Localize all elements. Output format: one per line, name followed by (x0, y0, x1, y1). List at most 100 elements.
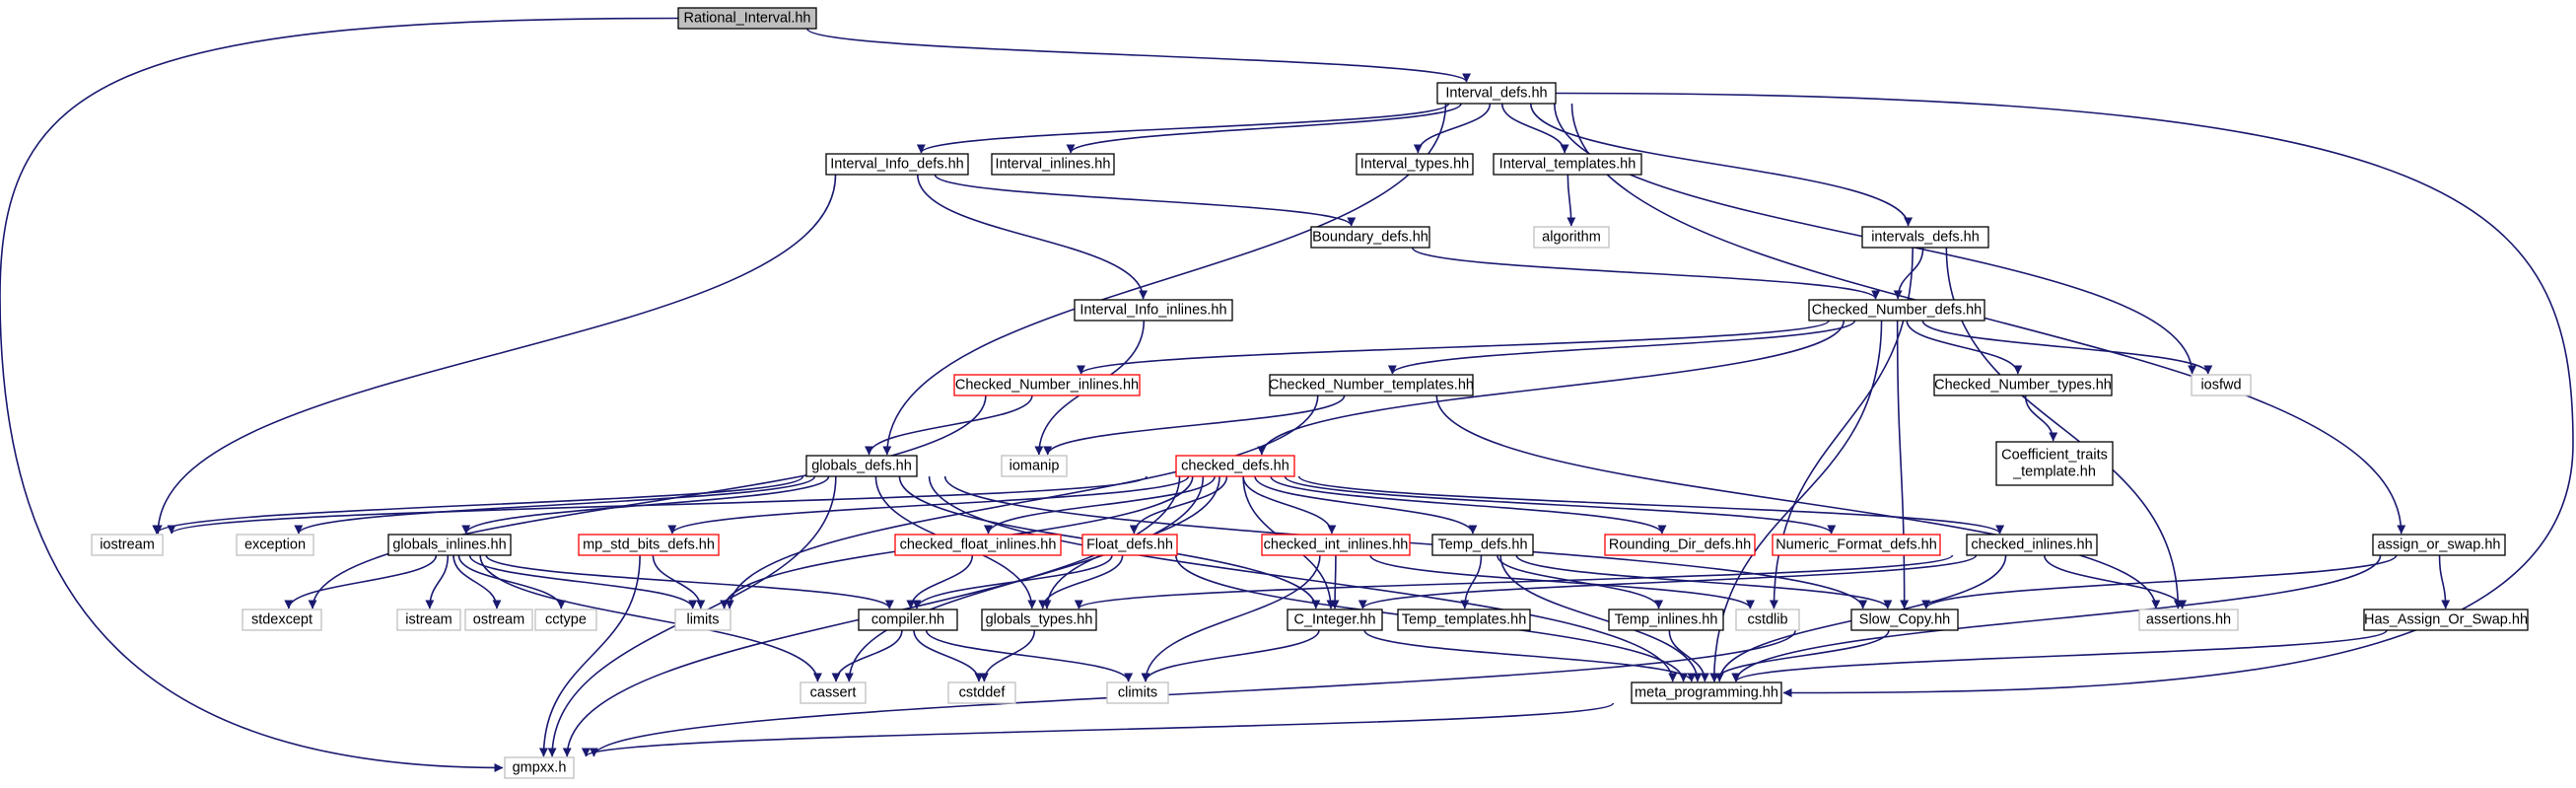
node-iosfwd: iosfwd (2191, 374, 2252, 396)
edge-globals_inlines-to-ostream (453, 554, 502, 609)
node-checked_defs[interactable]: checked_defs.hh (1175, 455, 1295, 477)
node-label-checked_number_inlines: Checked_Number_inlines.hh (955, 378, 1139, 394)
edge-checked_inlines-to-assertions (2043, 554, 2188, 609)
edge-rational_interval-to-gmpxx (0, 17, 679, 772)
edge-interval_info_defs-to-interval_info_inlines (917, 174, 1149, 300)
node-label-interval_inlines: Interval_inlines.hh (996, 157, 1111, 173)
edge-checked_number_templates-to-iomanip (1043, 394, 1346, 456)
node-label-stdexcept: stdexcept (251, 612, 313, 628)
node-box-compiler (858, 609, 958, 631)
node-stdexcept: stdexcept (242, 609, 322, 631)
node-mp_std_bits_defs[interactable]: mp_std_bits_defs.hh (578, 534, 720, 556)
edge-checked_number_defs-to-checked_number_types (1906, 320, 2023, 375)
node-interval_info_defs[interactable]: Interval_Info_defs.hh (825, 153, 969, 176)
node-checked_int_inlines[interactable]: checked_int_inlines.hh (1261, 534, 1411, 556)
node-box-checked_number_inlines (953, 374, 1141, 396)
edge-c_integer-to-meta_programming (1363, 629, 1697, 682)
node-label-iostream: iostream (100, 537, 155, 553)
edge-globals_defs-to-iostream (152, 475, 804, 535)
node-label-checked_defs: checked_defs.hh (1181, 459, 1289, 474)
edge-assign_or_swap-to-slow_copy (1921, 554, 2398, 609)
node-label-has_assign_or_swap: Has_Assign_Or_Swap.hh (2364, 612, 2528, 628)
node-label-checked_number_types: Checked_Number_types.hh (1934, 378, 2112, 394)
node-box-checked_defs (1175, 455, 1295, 477)
node-interval_info_inlines[interactable]: Interval_Info_inlines.hh (1074, 299, 1233, 322)
edge-temp_defs-to-temp_inlines (1497, 554, 1664, 609)
node-ostream: ostream (464, 609, 533, 631)
edge-float_defs-to-globals_types (1038, 554, 1124, 609)
node-label-ostream: ostream (473, 612, 524, 628)
node-checked_number_inlines[interactable]: Checked_Number_inlines.hh (953, 374, 1141, 396)
node-temp_templates[interactable]: Temp_templates.hh (1397, 609, 1531, 631)
node-checked_number_defs[interactable]: Checked_Number_defs.hh (1808, 299, 1985, 322)
node-box-cctype (534, 609, 597, 631)
node-temp_defs[interactable]: Temp_defs.hh (1431, 534, 1534, 556)
node-label-interval_info_defs: Interval_Info_defs.hh (830, 157, 963, 173)
node-label-mp_std_bits_defs: mp_std_bits_defs.hh (583, 537, 715, 553)
node-coefficient_traits[interactable]: Coefficient_traits_template.hh (1995, 441, 2114, 486)
node-globals_defs[interactable]: globals_defs.hh (805, 455, 918, 477)
node-interval_inlines[interactable]: Interval_inlines.hh (991, 153, 1115, 176)
node-label-interval_templates: Interval_templates.hh (1499, 157, 1636, 173)
node-temp_inlines[interactable]: Temp_inlines.hh (1608, 609, 1724, 631)
edge-interval_defs-to-interval_info_defs (917, 103, 1450, 154)
node-globals_inlines[interactable]: globals_inlines.hh (387, 534, 512, 556)
node-label-float_defs: Float_defs.hh (1086, 537, 1173, 553)
node-box-checked_int_inlines (1261, 534, 1411, 556)
edge-assign_or_swap-to-meta_programming (1731, 554, 2382, 682)
node-boundary_defs[interactable]: Boundary_defs.hh (1310, 226, 1430, 249)
edge-interval_defs-to-interval_templates (1500, 103, 1569, 154)
edge-meta_programming-to-gmpxx (582, 702, 1615, 757)
node-has_assign_or_swap[interactable]: Has_Assign_Or_Swap.hh (2363, 609, 2529, 631)
node-box-globals_inlines (387, 534, 512, 556)
node-checked_inlines[interactable]: checked_inlines.hh (1966, 534, 2098, 556)
node-interval_templates[interactable]: Interval_templates.hh (1493, 153, 1642, 176)
node-algorithm: algorithm (1533, 226, 1610, 249)
node-box-cstddef (947, 681, 1016, 704)
node-label-checked_number_defs: Checked_Number_defs.hh (1812, 303, 1983, 319)
node-c_integer[interactable]: C_Integer.hh (1287, 609, 1383, 631)
node-box-gmpxx (504, 756, 575, 779)
node-interval_types[interactable]: Interval_types.hh (1356, 153, 1474, 176)
edge-checked_defs-to-checked_float_inlines (984, 475, 1216, 535)
edge-assign_or_swap-to-has_assign_or_swap (2438, 554, 2451, 609)
node-checked_number_types[interactable]: Checked_Number_types.hh (1933, 374, 2113, 396)
edge-globals_inlines-to-cassert (479, 554, 822, 682)
node-interval_defs[interactable]: Interval_defs.hh (1436, 82, 1557, 105)
node-box-istream (396, 609, 461, 631)
node-box-rational_interval (677, 7, 817, 30)
edge-interval_defs-to-assign_or_swap (1570, 103, 2406, 535)
node-box-limits (674, 609, 731, 631)
node-intervals_defs[interactable]: intervals_defs.hh (1861, 226, 1989, 249)
node-assign_or_swap[interactable]: assign_or_swap.hh (2372, 534, 2506, 556)
node-box-numeric_format_defs (1772, 534, 1941, 556)
edge-globals_defs-to-exception (294, 475, 816, 535)
edge-interval_defs-to-intervals_defs (1530, 103, 1914, 227)
node-box-assign_or_swap (2372, 534, 2506, 556)
node-label-intervals_defs: intervals_defs.hh (1871, 230, 1980, 246)
node-numeric_format_defs[interactable]: Numeric_Format_defs.hh (1772, 534, 1941, 556)
node-checked_float_inlines[interactable]: checked_float_inlines.hh (894, 534, 1062, 556)
node-label-checked_number_templates: Checked_Number_templates.hh (1269, 378, 1474, 394)
node-checked_number_templates[interactable]: Checked_Number_templates.hh (1269, 374, 1474, 396)
edge-interval_defs-to-meta_programming (1555, 92, 2574, 697)
edge-mp_std_bits_defs-to-limits (652, 554, 706, 609)
edge-checked_defs-to-float_defs (1129, 475, 1228, 535)
node-float_defs[interactable]: Float_defs.hh (1081, 534, 1178, 556)
node-meta_programming[interactable]: meta_programming.hh (1631, 681, 1782, 704)
node-box-boundary_defs (1310, 226, 1430, 249)
node-label-slow_copy: Slow_Copy.hh (1859, 612, 1950, 628)
edge-checked_number_defs-to-checked_number_inlines (1077, 320, 1830, 375)
node-assertions: assertions.hh (2138, 609, 2239, 631)
node-box-checked_number_types (1933, 374, 2113, 396)
node-box-float_defs (1081, 534, 1178, 556)
node-rational_interval[interactable]: Rational_Interval.hh (677, 7, 817, 30)
node-label-cctype: cctype (545, 612, 587, 628)
node-rounding_dir_defs[interactable]: Rounding_Dir_defs.hh (1604, 534, 1756, 556)
node-globals_types[interactable]: globals_types.hh (981, 609, 1097, 631)
node-compiler[interactable]: compiler.hh (858, 609, 958, 631)
node-label-cstddef: cstddef (959, 685, 1007, 701)
node-slow_copy[interactable]: Slow_Copy.hh (1850, 609, 1959, 631)
node-box-cassert (800, 681, 867, 704)
